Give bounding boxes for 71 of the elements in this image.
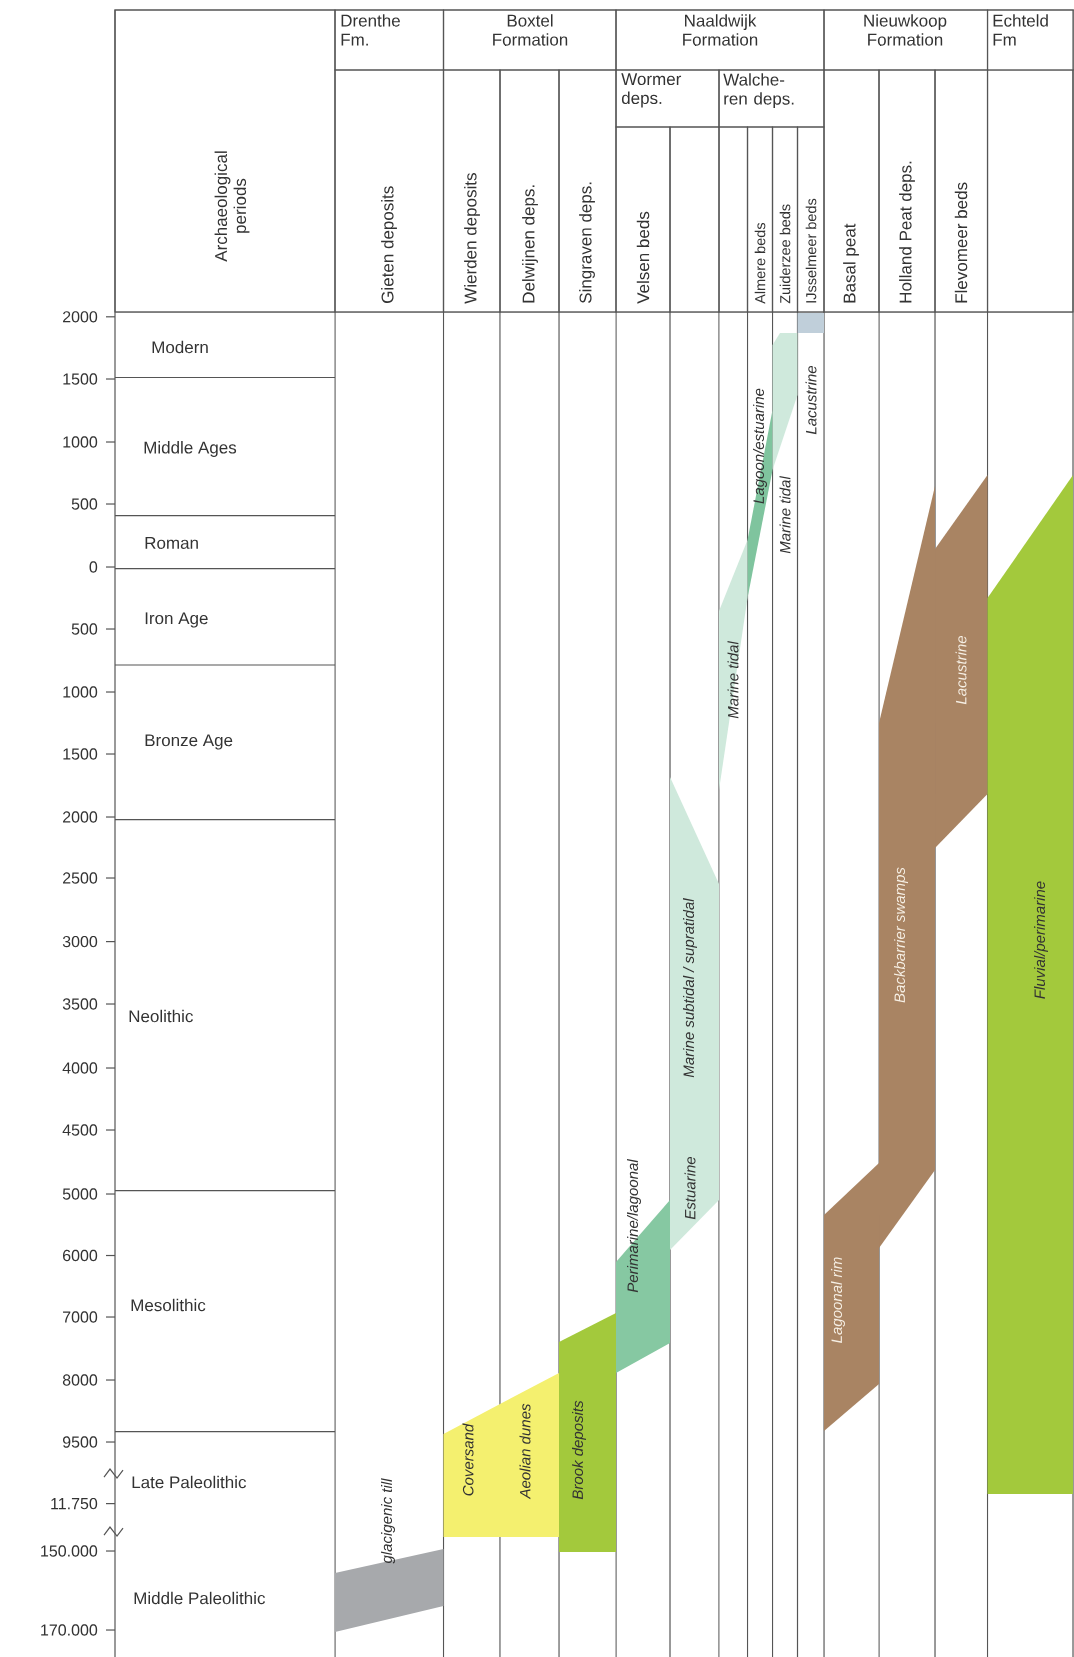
tick-label: 3500 [62,998,98,1010]
header-cell: Singraven deps. [558,69,617,313]
tick-label: 11.750 [51,1497,98,1510]
header-cell [718,126,749,313]
header-cell: Zuiderzee beds [771,126,799,313]
tick-label: 7000 [63,1311,98,1323]
tick-label: 1000 [63,686,98,698]
header-cell: Echteld Fm [986,9,1074,71]
node-label: Aeolian dunes [519,1403,531,1500]
tick-label: 1000 [63,436,98,448]
tick-label: 500 [71,623,98,635]
facies-band: glacigenic till [335,1478,444,1632]
period-label: Neolithic [129,1009,193,1023]
tick-label: 4500 [62,1124,98,1136]
tick-label: 9500 [62,1436,98,1448]
facies-band: Lagoon/estuarine [747,388,773,598]
header-cell: Holland Peat deps. [878,69,936,313]
header-cell: Flevomeer beds [934,69,989,313]
period-label: Modern [152,340,208,354]
tick-label: 5000 [62,1188,98,1200]
facies-band: Perimarine/lagoonal [616,1159,670,1373]
tick-label: 6000 [63,1249,98,1262]
tick-label: 150.000 [41,1545,98,1557]
tick-label: 170.000 [41,1624,98,1636]
header-cell: Basal peat [823,69,880,313]
node-label: Coversand [462,1423,474,1496]
tick-label: 1500 [63,373,98,385]
period-label: Middle Ages [144,441,237,457]
node-label: glacigenic till [381,1478,395,1564]
node-label: Marine tidal [779,475,791,554]
header-cell: Archaeological periods [114,9,336,313]
header-cell: Drenthe Fm. [334,9,445,71]
period-label: Roman [145,537,198,549]
header-cell: Boxtel Formation [442,9,617,71]
header-cell: IJsselmeer beds [796,126,825,313]
header-cell: Velsen beds [615,126,671,313]
node-label: Lacustrine [805,365,817,435]
tick-label: 3000 [62,935,98,948]
header-cell: Gieten deposits [334,69,445,313]
header-cell: Naaldwijk Formation [615,9,825,71]
header-cell: Wierden deposits [442,69,501,313]
facies-band: Coversand [443,1404,500,1537]
tick-label: 2000 [63,811,98,823]
period-label: Late Paleolithic [132,1475,246,1489]
header-cell: Delwijnen deps. [499,69,560,313]
facies-band: Brook deposits [559,1313,616,1552]
tick-label: 0 [89,561,98,573]
tick-label: 2500 [63,872,98,884]
period-label: Middle Paleolithic [134,1591,265,1605]
tick-label: 4000 [62,1062,98,1074]
period-label: Mesolithic [131,1298,206,1312]
header-cell: Walche- ren deps. [718,69,825,128]
facies-band: Aeolian dunes [500,1373,559,1537]
header-cell: Nieuwkoop Formation [823,9,989,71]
facies-band: Lacustrine [797,313,824,435]
header-cell [986,69,1074,313]
facies-band: Marine tidal [772,333,798,554]
tick-label: 8000 [62,1374,98,1386]
facies-band: Estuarine Marine subtidal / supratidal [670,777,719,1250]
facies-band: Fluvial/perimarine [987,475,1073,1494]
header-cell: Almere beds [746,126,774,313]
facies-band: Lacustrine [935,475,988,848]
header-cell: Wormer deps. [615,69,720,128]
facies-band: Lagoonal rim [824,1163,879,1431]
tick-label: 2000 [63,311,98,323]
facies-band: Marine tidal [719,540,748,790]
tick-label: 1500 [63,748,98,760]
period-label: Iron Age [145,612,208,628]
tick-label: 500 [71,498,98,510]
node-label: Lacustrine [955,635,967,705]
period-label: Bronze Age [145,734,233,750]
